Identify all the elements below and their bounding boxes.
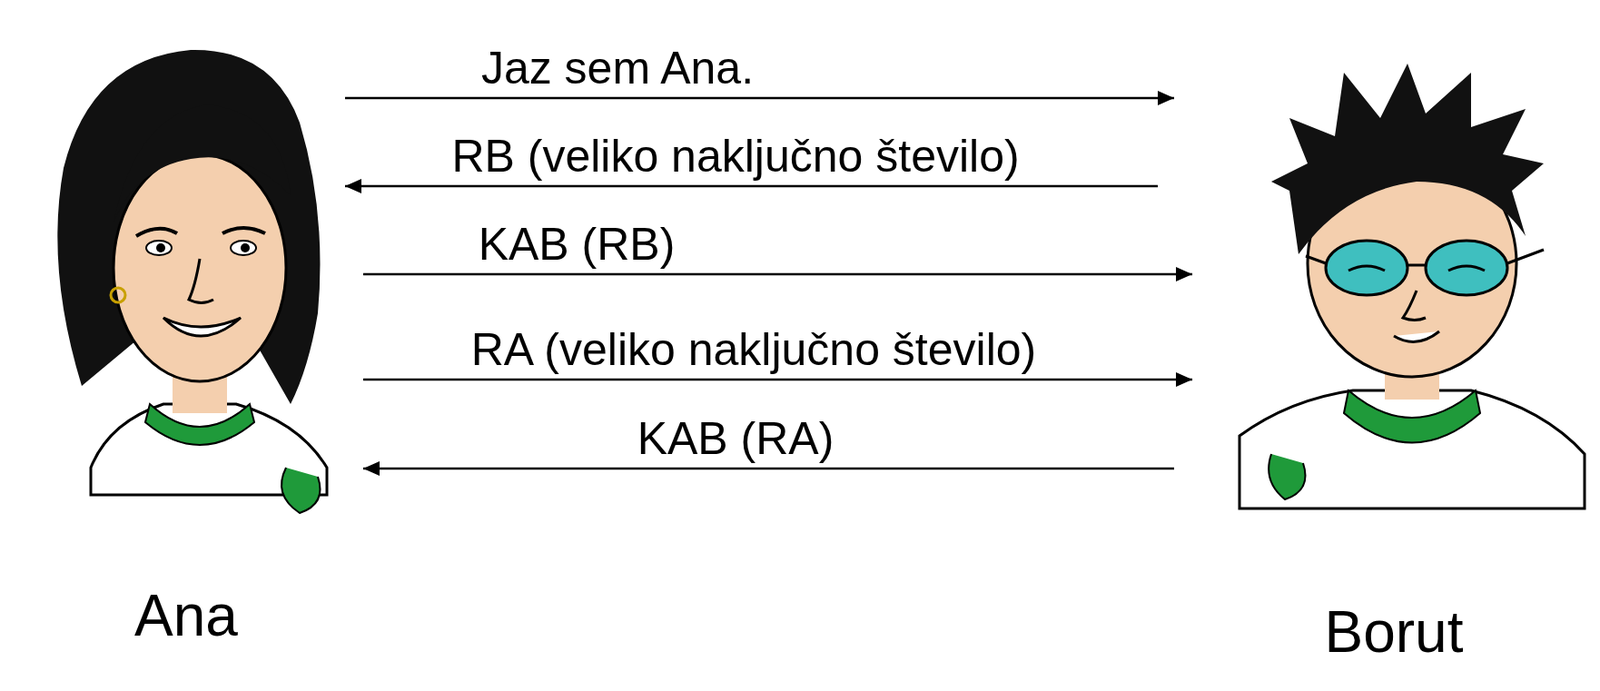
person-node: Ana [27,40,346,677]
message-label: RA (veliko naključno število) [465,325,1043,376]
message-label: KAB (RB) [473,219,682,270]
message-label: RB (veliko naključno število) [445,131,1025,182]
arrow-line [363,273,1193,277]
arrow-head [1175,266,1193,282]
arrow-head [1175,372,1193,387]
person-node: Borut [1198,54,1590,682]
person-name: Ana [27,582,346,651]
arrow-head [363,461,380,476]
message-label: Jaz sem Ana. [475,43,760,94]
arrow-head [1157,90,1175,106]
message-arrow [345,90,1175,106]
arrow-head [345,178,362,194]
person-name: Borut [1198,599,1590,667]
arrow-line [345,97,1175,100]
arrow-line [363,467,1175,471]
arrow-line [363,378,1193,382]
borut-illustration [1198,54,1590,563]
arrow-line [345,185,1158,188]
ana-illustration [27,40,346,550]
message-label: KAB (RA) [632,414,840,465]
